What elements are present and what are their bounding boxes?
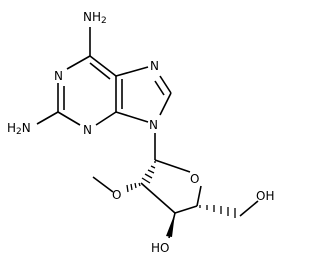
bond-c8-n9 — [159, 92, 172, 116]
bond-c5prime-o5 — [239, 200, 259, 217]
bond-c3prime-c4prime — [174, 205, 198, 214]
oxygen-ring-label: O — [190, 172, 199, 186]
hash-bond-c4prime-c5prime — [199, 205, 236, 218]
bond-o-methyl — [92, 176, 114, 193]
stereo-bonds — [126, 161, 236, 237]
amine-label-left: H2N — [7, 121, 31, 137]
bond-c6-n1 — [66, 55, 91, 70]
nitrogen-n3-label: N — [83, 123, 92, 137]
bond-c6-c5-double — [89, 62, 111, 80]
bond-lines — [36, 27, 259, 239]
amine-label-left-n: N — [22, 121, 31, 135]
amine-label-top-text: NH — [83, 10, 101, 24]
hydroxyl-3prime-label: HO — [151, 241, 169, 255]
bond-n7-c8 — [159, 75, 172, 94]
bond-n7-c8-double — [154, 80, 165, 96]
amine-label-left-h: H — [7, 121, 16, 135]
atom-labels: NH2 H2N N N N N O O HO OH — [7, 10, 274, 255]
wedge-bond-c3prime-oh — [166, 213, 175, 237]
bond-c2-nh2 — [36, 111, 59, 125]
bond-c1prime-o4 — [154, 159, 191, 173]
bond-n9-c4 — [115, 111, 149, 123]
bond-c2-n3 — [57, 111, 81, 126]
oxygen-methoxy-label: O — [112, 188, 121, 202]
amine-label-top: NH2 — [83, 10, 107, 26]
hash-bond-c1prime-c2prime — [141, 161, 156, 184]
bond-c5-c6 — [89, 55, 117, 77]
bond-c2prime-c3prime — [140, 182, 176, 214]
amine-label-left-subscript: 2 — [16, 127, 22, 137]
hydroxyl-5prime-label: OH — [256, 189, 274, 203]
hash-bond-c2prime-o — [126, 182, 141, 193]
nitrogen-n1-label: N — [54, 69, 63, 83]
bond-o4-c4prime — [196, 185, 202, 207]
amine-label-top-subscript: 2 — [101, 16, 107, 26]
bond-c5-n7 — [115, 66, 149, 77]
chemical-structure-diagram: NH2 H2N N N N N O O HO OH — [7, 10, 274, 255]
nitrogen-n9-label: N — [149, 118, 158, 132]
bond-n3-c4 — [95, 111, 117, 126]
nitrogen-n7-label: N — [150, 59, 159, 73]
